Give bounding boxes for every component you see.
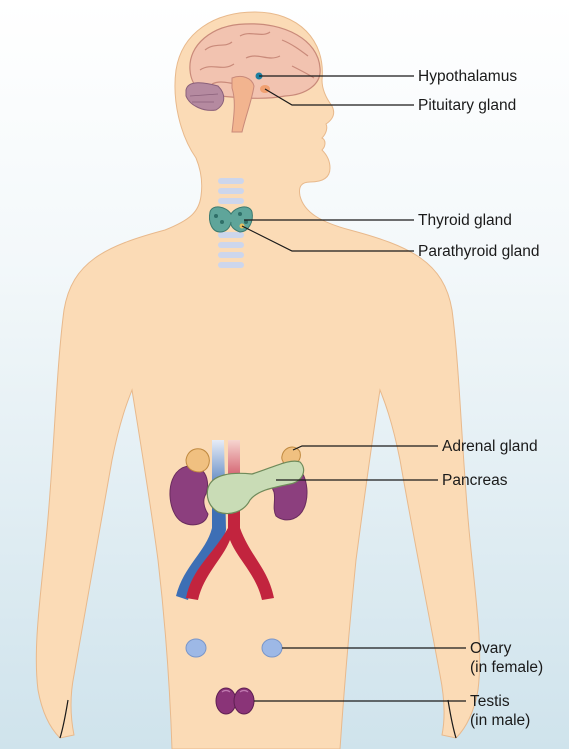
label-pancreas: Pancreas xyxy=(442,472,508,489)
label-adrenal-gland: Adrenal gland xyxy=(442,438,538,455)
left-kidney xyxy=(170,466,208,525)
label-hypothalamus: Hypothalamus xyxy=(418,68,517,85)
label-pituitary-gland: Pituitary gland xyxy=(418,97,516,114)
label-thyroid-gland: Thyroid gland xyxy=(418,212,512,229)
left-ovary xyxy=(186,639,206,657)
label-testis: Testis xyxy=(470,693,510,710)
label-testis-note: (in male) xyxy=(470,712,530,729)
right-ovary xyxy=(262,639,282,657)
label-ovary: Ovary xyxy=(470,640,512,657)
label-parathyroid-gland: Parathyroid gland xyxy=(418,243,540,260)
right-testis xyxy=(234,688,254,714)
label-ovary-note: (in female) xyxy=(470,659,543,676)
left-testis xyxy=(216,688,236,714)
left-adrenal-gland xyxy=(186,449,209,472)
